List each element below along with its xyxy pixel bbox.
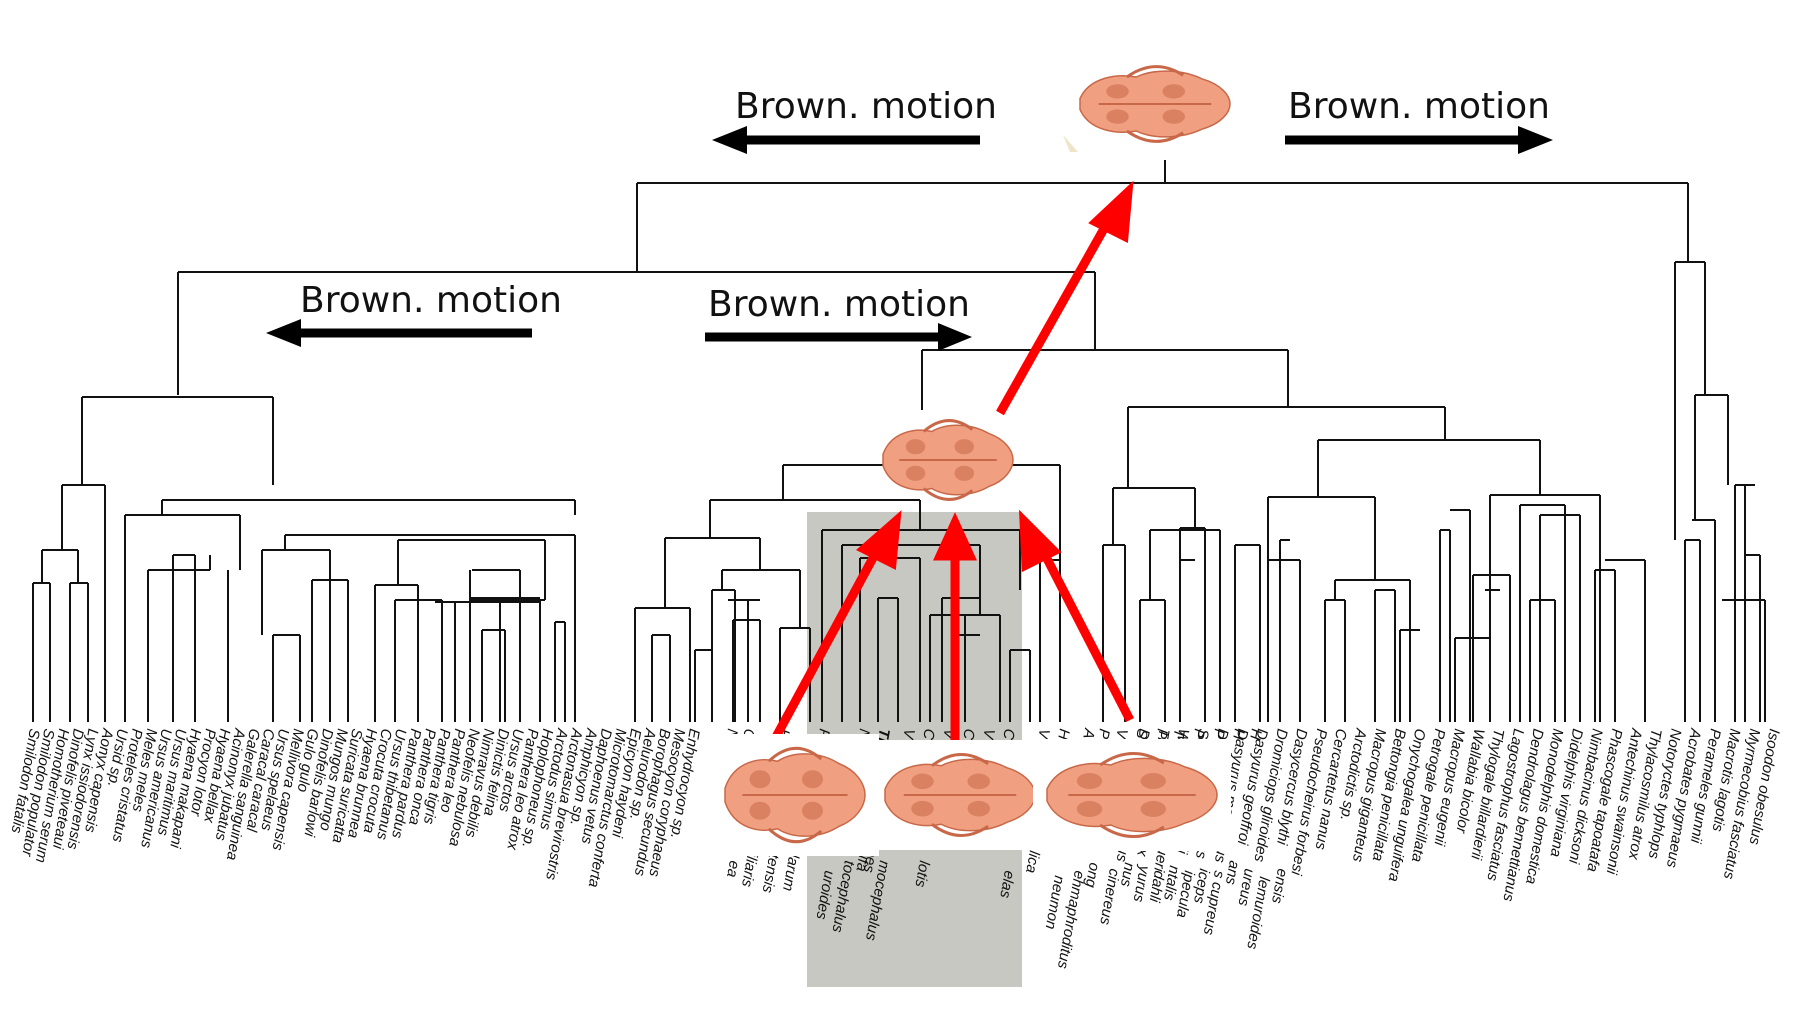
taxon-label: C bbox=[919, 727, 938, 741]
taxon-label: C bbox=[959, 727, 978, 741]
brownian-motion-mid-left: Brown. motion bbox=[266, 280, 562, 347]
taxon-label: elas bbox=[996, 869, 1018, 900]
taxon-label: H bbox=[1054, 727, 1073, 741]
taxon-label: lotis bbox=[911, 859, 932, 889]
taxon-label: ong bbox=[1082, 861, 1103, 889]
brownian-motion-mid-center: Brown. motion bbox=[705, 284, 972, 351]
taxon-label: P bbox=[1189, 727, 1207, 740]
skull-icon bbox=[882, 419, 1014, 501]
taxon-label: ea bbox=[723, 859, 743, 878]
taxon-label: P bbox=[1094, 727, 1112, 740]
taxon-label: S bbox=[1132, 727, 1150, 740]
brownian-motion-label: Brown. motion bbox=[1288, 86, 1550, 127]
taxon-label: ureus bbox=[1234, 867, 1257, 907]
arrow-right-icon bbox=[938, 323, 972, 351]
red-arrows bbox=[766, 180, 1135, 751]
skull-icon bbox=[711, 734, 879, 856]
skull-icon bbox=[1079, 65, 1231, 143]
brownian-motion-label: Brown. motion bbox=[735, 86, 997, 127]
red-arrow-up-icon bbox=[1018, 509, 1062, 573]
red-arrow-shaft bbox=[1035, 542, 1135, 723]
brownian-motion-label: Brown. motion bbox=[708, 284, 970, 325]
taxon-label: P bbox=[1152, 727, 1170, 740]
red-arrow-up-icon bbox=[933, 512, 977, 561]
skull-images bbox=[711, 65, 1231, 856]
taxon-label: dahli bbox=[1145, 869, 1167, 904]
skull-icon bbox=[1033, 739, 1231, 851]
taxon-label: itensis bbox=[759, 849, 783, 894]
taxon-label: ensis bbox=[1268, 867, 1291, 905]
red-arrow-up-icon bbox=[1088, 180, 1134, 243]
taxon-label: ilarum bbox=[779, 849, 803, 892]
red-arrow-shaft bbox=[766, 542, 884, 751]
taxon-label: H bbox=[1229, 727, 1248, 741]
taxon-label: H bbox=[1246, 727, 1265, 741]
taxon-label: ans bbox=[1222, 859, 1243, 886]
arrow-left-icon bbox=[266, 319, 301, 347]
taxon-label: A bbox=[1079, 726, 1098, 740]
red-arrow-shaft bbox=[996, 215, 1114, 416]
brownian-motion-label: Brown. motion bbox=[300, 280, 562, 321]
taxon-label: P bbox=[1209, 727, 1227, 740]
brownian-motion-top-right: Brown. motion bbox=[1285, 86, 1553, 154]
taxon-label: lica bbox=[1022, 849, 1043, 874]
arrow-right-icon bbox=[1518, 126, 1553, 154]
skull-icon bbox=[871, 740, 1049, 850]
taxon-label: nus bbox=[1117, 861, 1138, 888]
decorative-wedge bbox=[1063, 135, 1078, 152]
taxon-label: iceps bbox=[1190, 867, 1213, 905]
phylogenetic-tree bbox=[32, 160, 1766, 722]
taxon-label: ntalis bbox=[1160, 864, 1183, 902]
taxon-label: yurus bbox=[1130, 863, 1153, 904]
taxon-label: C bbox=[999, 727, 1018, 741]
brownian-motion-top-left: Brown. motion bbox=[712, 86, 997, 154]
arrow-left-icon bbox=[712, 126, 747, 154]
red-arrow-up-icon bbox=[855, 510, 902, 570]
